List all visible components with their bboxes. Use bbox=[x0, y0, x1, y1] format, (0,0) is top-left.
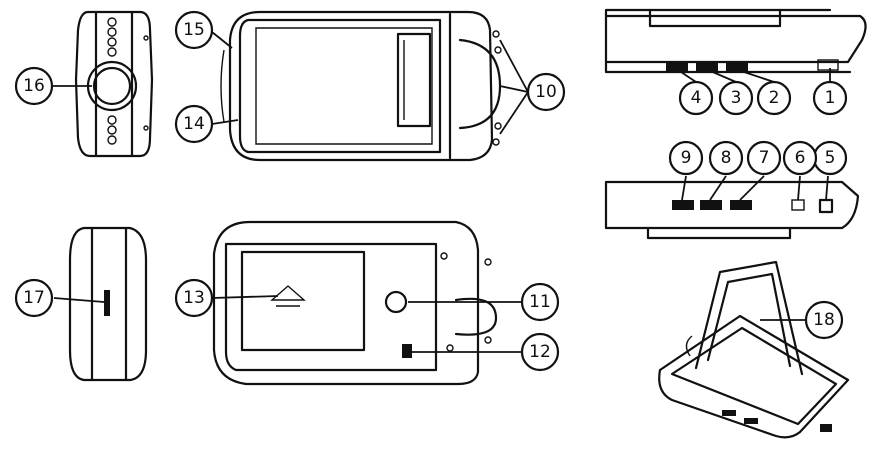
side-view-slot bbox=[68, 226, 148, 382]
callout-label: 4 bbox=[691, 88, 702, 108]
callout-6: 6 bbox=[782, 140, 818, 176]
callout-label: 12 bbox=[529, 342, 551, 362]
callout-label: 17 bbox=[23, 288, 45, 308]
callout-label: 10 bbox=[535, 82, 557, 102]
callout-12: 12 bbox=[520, 332, 560, 372]
callout-label: 9 bbox=[681, 148, 692, 168]
callout-label: 5 bbox=[825, 148, 836, 168]
callout-label: 14 bbox=[183, 114, 205, 134]
callout-1: 1 bbox=[812, 80, 848, 116]
top-view-device bbox=[220, 10, 502, 162]
callout-10: 10 bbox=[526, 72, 566, 112]
callout-18: 18 bbox=[804, 300, 844, 340]
leader-lines bbox=[52, 31, 831, 353]
bottom-view-device bbox=[212, 220, 498, 386]
side-view-buttons-1-4 bbox=[604, 8, 867, 74]
callout-16: 16 bbox=[14, 66, 54, 106]
callout-label: 3 bbox=[731, 88, 742, 108]
callout-11: 11 bbox=[520, 282, 560, 322]
end-view-lens bbox=[74, 10, 154, 158]
callout-label: 8 bbox=[721, 148, 732, 168]
callout-3: 3 bbox=[718, 80, 754, 116]
callout-label: 16 bbox=[23, 76, 45, 96]
callout-4: 4 bbox=[678, 80, 714, 116]
callout-15: 15 bbox=[174, 10, 214, 50]
callout-label: 2 bbox=[769, 88, 780, 108]
perspective-view-open-screen bbox=[658, 260, 850, 439]
callout-label: 1 bbox=[825, 88, 836, 108]
callout-5: 5 bbox=[812, 140, 848, 176]
callout-14: 14 bbox=[174, 104, 214, 144]
callout-9: 9 bbox=[668, 140, 704, 176]
callout-17: 17 bbox=[14, 278, 54, 318]
callout-label: 15 bbox=[183, 20, 205, 40]
callout-label: 6 bbox=[795, 148, 806, 168]
callout-8: 8 bbox=[708, 140, 744, 176]
callout-7: 7 bbox=[746, 140, 782, 176]
callout-label: 11 bbox=[529, 292, 551, 312]
callout-2: 2 bbox=[756, 80, 792, 116]
callout-13: 13 bbox=[174, 278, 214, 318]
side-view-buttons-5-9 bbox=[604, 180, 860, 240]
callout-label: 13 bbox=[183, 288, 205, 308]
callout-label: 7 bbox=[759, 148, 770, 168]
callout-label: 18 bbox=[813, 310, 835, 330]
